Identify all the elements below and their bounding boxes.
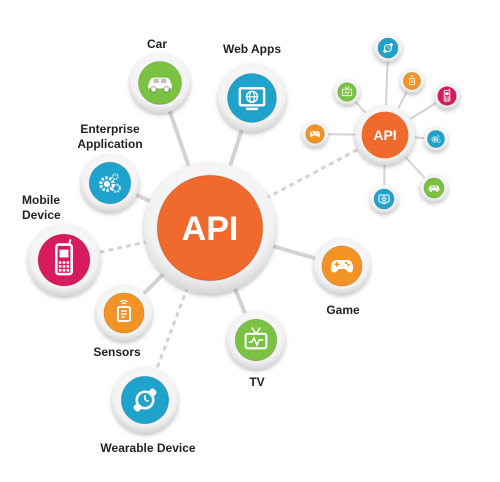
sensors-label: Sensors bbox=[93, 345, 141, 359]
mini-tv-node bbox=[334, 79, 360, 105]
game-node bbox=[314, 238, 370, 294]
hub-label: API bbox=[182, 210, 239, 248]
connector-mobile bbox=[63, 226, 211, 262]
gamepad-icon bbox=[331, 260, 353, 273]
api-hub: API bbox=[144, 162, 276, 294]
car-icon bbox=[428, 185, 440, 193]
sensors-node bbox=[96, 285, 152, 341]
wristwatch-icon bbox=[133, 388, 157, 412]
enterprise-node bbox=[81, 154, 139, 212]
mini-api-hub: API bbox=[355, 105, 415, 165]
mini-mobile-node bbox=[434, 83, 460, 109]
mini-web-node bbox=[370, 185, 398, 213]
mini-sensor-node bbox=[400, 69, 424, 93]
tv-label: TV bbox=[249, 375, 264, 389]
car-node bbox=[130, 53, 190, 113]
car-icon bbox=[148, 77, 172, 93]
mobile-phone-icon bbox=[443, 88, 451, 102]
tv-icon bbox=[341, 86, 353, 97]
game-label: Game bbox=[326, 303, 360, 317]
gears-icon bbox=[431, 135, 441, 144]
mobile-phone-icon bbox=[55, 239, 73, 276]
gears-icon bbox=[99, 173, 121, 193]
mini-gears-node bbox=[424, 127, 448, 151]
mobile-label-line-1: Mobile bbox=[22, 193, 60, 207]
mini-game-node bbox=[302, 121, 328, 147]
mini-car-node bbox=[420, 174, 448, 202]
mobile-label-line-2: Device bbox=[22, 208, 61, 222]
enterprise-label-line-2: Application bbox=[77, 137, 142, 151]
enterprise-label-line-1: Enterprise bbox=[80, 122, 140, 136]
mini-hub-label: API bbox=[373, 127, 396, 143]
web-apps-label: Web Apps bbox=[223, 42, 281, 56]
wearable-label: Wearable Device bbox=[100, 441, 195, 455]
sensor-icon bbox=[408, 75, 416, 85]
sensor-icon bbox=[117, 299, 131, 322]
monitor-globe-icon bbox=[238, 87, 266, 111]
monitor-globe-icon bbox=[378, 194, 390, 204]
gamepad-icon bbox=[309, 131, 321, 138]
tv-node bbox=[227, 311, 285, 369]
web-apps-node bbox=[218, 64, 286, 132]
tv-icon bbox=[244, 327, 268, 350]
wristwatch-icon bbox=[383, 43, 393, 53]
connector-mini-hub bbox=[209, 133, 386, 230]
mobile-node bbox=[28, 224, 100, 296]
mini-watch-node bbox=[374, 34, 402, 62]
wearable-node bbox=[112, 367, 178, 433]
car-label: Car bbox=[147, 37, 167, 51]
